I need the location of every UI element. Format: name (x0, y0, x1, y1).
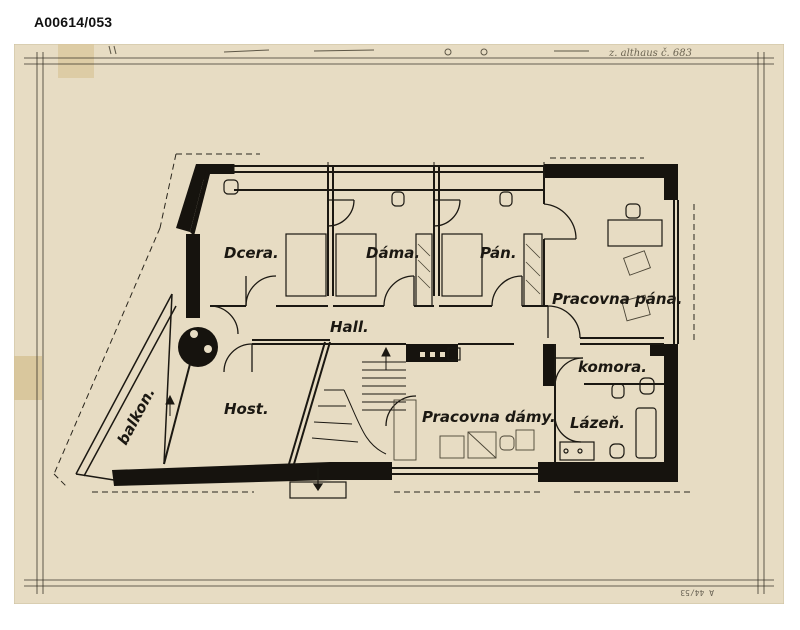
window-marks (233, 162, 545, 174)
sheet-border (24, 52, 774, 594)
staircase (311, 346, 406, 455)
room-label-komora: komora. (578, 358, 647, 376)
blueprint-sheet: z. althaus č. 683 (14, 44, 784, 604)
paper-background (14, 44, 784, 604)
bath-fixtures (559, 377, 657, 461)
bottom-archive-stamp: A 44/53 (680, 588, 714, 597)
tape-left (14, 356, 42, 400)
room-label-pan: Pán. (480, 244, 517, 262)
stove-vents (420, 352, 445, 357)
washbasins (223, 179, 641, 361)
room-label-dcera: Dcera. (224, 244, 279, 262)
entrance-step (289, 468, 347, 499)
room-label-dama: Dáma. (366, 244, 420, 262)
door-swings (209, 199, 584, 443)
walls (112, 164, 678, 486)
study-furniture (393, 250, 651, 461)
room-label-host: Host. (224, 400, 269, 418)
top-handwritten-note: z. althaus č. 683 (608, 48, 692, 59)
partitions (163, 165, 679, 475)
room-label-pracovna-pana: Pracovna pána. (552, 290, 682, 308)
wardrobe-hatching (417, 243, 541, 295)
pillar-holes (190, 330, 212, 353)
top-sketch-marks (108, 45, 589, 56)
dashed-outlines (53, 153, 695, 493)
room-label-lazen: Lázeň. (570, 414, 625, 432)
balcony (75, 293, 177, 481)
balcony-door-marker (165, 394, 175, 416)
floor-plan: z. althaus č. 683 (14, 44, 784, 604)
wardrobes (285, 219, 663, 307)
tape-top-left (58, 44, 94, 78)
room-label-hall: Hall. (330, 318, 369, 336)
archive-id: A00614/053 (34, 14, 113, 30)
room-label-pracovna-damy: Pracovna dámy. (422, 408, 556, 426)
